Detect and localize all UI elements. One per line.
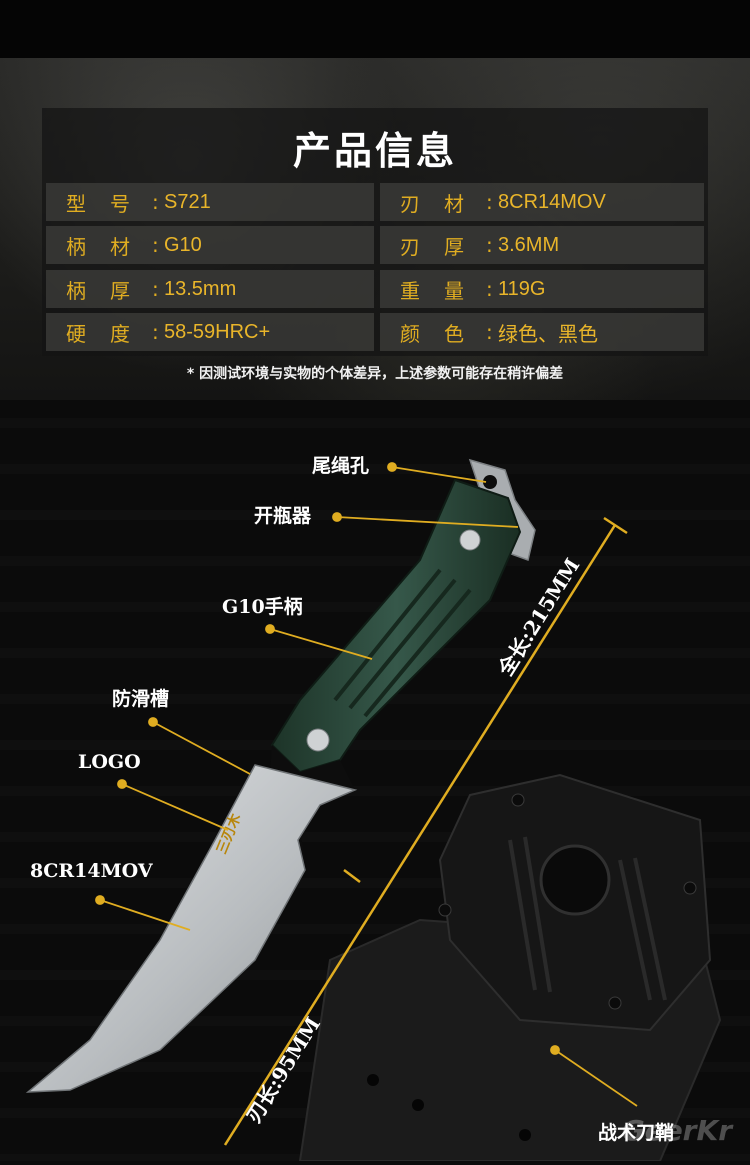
leader-steel — [99, 899, 191, 931]
spec-label: 硬 度 — [66, 321, 132, 346]
handle-grooves — [333, 568, 472, 718]
leader-opener — [336, 516, 519, 528]
spec-row-blade-material: 刃 材 : 8CR14MOV — [380, 183, 704, 221]
callout-g10-handle: G10手柄 — [222, 596, 303, 618]
callout-logo: LOGO — [78, 751, 141, 773]
spec-separator: : — [486, 320, 493, 344]
callout-steel: 8CR14MOV — [30, 860, 153, 882]
leader-anti-slip — [152, 721, 251, 775]
spec-row-color: 颜 色 : 绿色、黑色 — [380, 313, 704, 351]
spec-label: 型 号 — [66, 191, 132, 216]
spec-separator: : — [152, 320, 159, 344]
callout-sheath: 战术刀鞘 — [598, 1122, 675, 1144]
knife-blade — [25, 764, 358, 1093]
spec-label: 重 量 — [400, 278, 466, 303]
spec-label: 刃 厚 — [400, 234, 466, 259]
lanyard-hole — [483, 475, 497, 489]
callout-anti-slip: 防滑槽 — [112, 688, 170, 710]
product-photo: 三刃木 — [0, 400, 750, 1162]
spec-label: 刃 材 — [400, 191, 466, 216]
clip-screw — [438, 903, 452, 917]
sheath-eyelet — [519, 1129, 531, 1141]
spec-value: 119G — [498, 277, 546, 300]
spec-row-model: 型 号 : S721 — [46, 183, 374, 221]
clip-rib — [633, 857, 667, 1001]
sheath-eyelet — [412, 1099, 424, 1111]
spec-value: S721 — [164, 190, 211, 213]
overall-length-line — [223, 524, 617, 1146]
spec-label: 柄 厚 — [66, 278, 132, 303]
clip-screw — [511, 793, 525, 807]
callout-bottle-opener: 开瓶器 — [254, 505, 312, 527]
clip-rib — [508, 839, 537, 991]
handle-bolt — [306, 728, 330, 752]
spec-row-handle-material: 柄 材 : G10 — [46, 226, 374, 264]
spec-row-weight: 重 量 : 119G — [380, 270, 704, 308]
spec-separator: : — [486, 277, 493, 301]
top-strip — [0, 0, 750, 58]
clip-rib — [523, 836, 552, 993]
dimension-tick — [603, 516, 628, 535]
spec-disclaimer: * 因测试环境与实物的个体差异，上述参数可能存在稍许偏差 — [186, 366, 564, 382]
leader-logo — [121, 783, 229, 831]
spec-value: G10 — [164, 233, 202, 256]
spec-value: 3.6MM — [498, 233, 560, 256]
spec-separator: : — [486, 233, 493, 257]
spec-row-handle-thickness: 柄 厚 : 13.5mm — [46, 270, 374, 308]
clip-screw — [683, 881, 697, 895]
spec-value: 13.5mm — [164, 277, 237, 300]
clip-rib — [618, 859, 652, 1001]
spec-separator: : — [152, 190, 159, 214]
spec-label: 颜 色 — [400, 321, 466, 346]
handle-bolt — [459, 529, 481, 551]
clip-hole — [539, 844, 611, 916]
spec-row-blade-thickness: 刃 厚 : 3.6MM — [380, 226, 704, 264]
watermark: GeerKr — [621, 1114, 732, 1147]
spec-separator: : — [152, 233, 159, 257]
spec-value: 8CR14MOV — [498, 190, 606, 213]
spec-title: 产品信息 — [292, 129, 457, 173]
spec-value: 绿色、黑色 — [498, 323, 598, 346]
spec-label: 柄 材 — [66, 234, 132, 259]
spec-row-hardness: 硬 度 : 58-59HRC+ — [46, 313, 374, 351]
knife-illustration: 三刃木 — [0, 400, 750, 1162]
leader-handle — [269, 628, 373, 660]
spec-value: 58-59HRC+ — [164, 320, 271, 343]
leader-lanyard — [391, 466, 487, 483]
sheath-eyelet — [367, 1074, 379, 1086]
callout-lanyard-hole: 尾绳孔 — [312, 455, 370, 477]
clip-screw — [608, 996, 622, 1010]
leader-sheath — [554, 1049, 638, 1107]
dimension-tick — [343, 869, 361, 883]
spec-separator: : — [152, 277, 159, 301]
spec-separator: : — [486, 190, 493, 214]
callout-leaders — [95, 462, 638, 1107]
